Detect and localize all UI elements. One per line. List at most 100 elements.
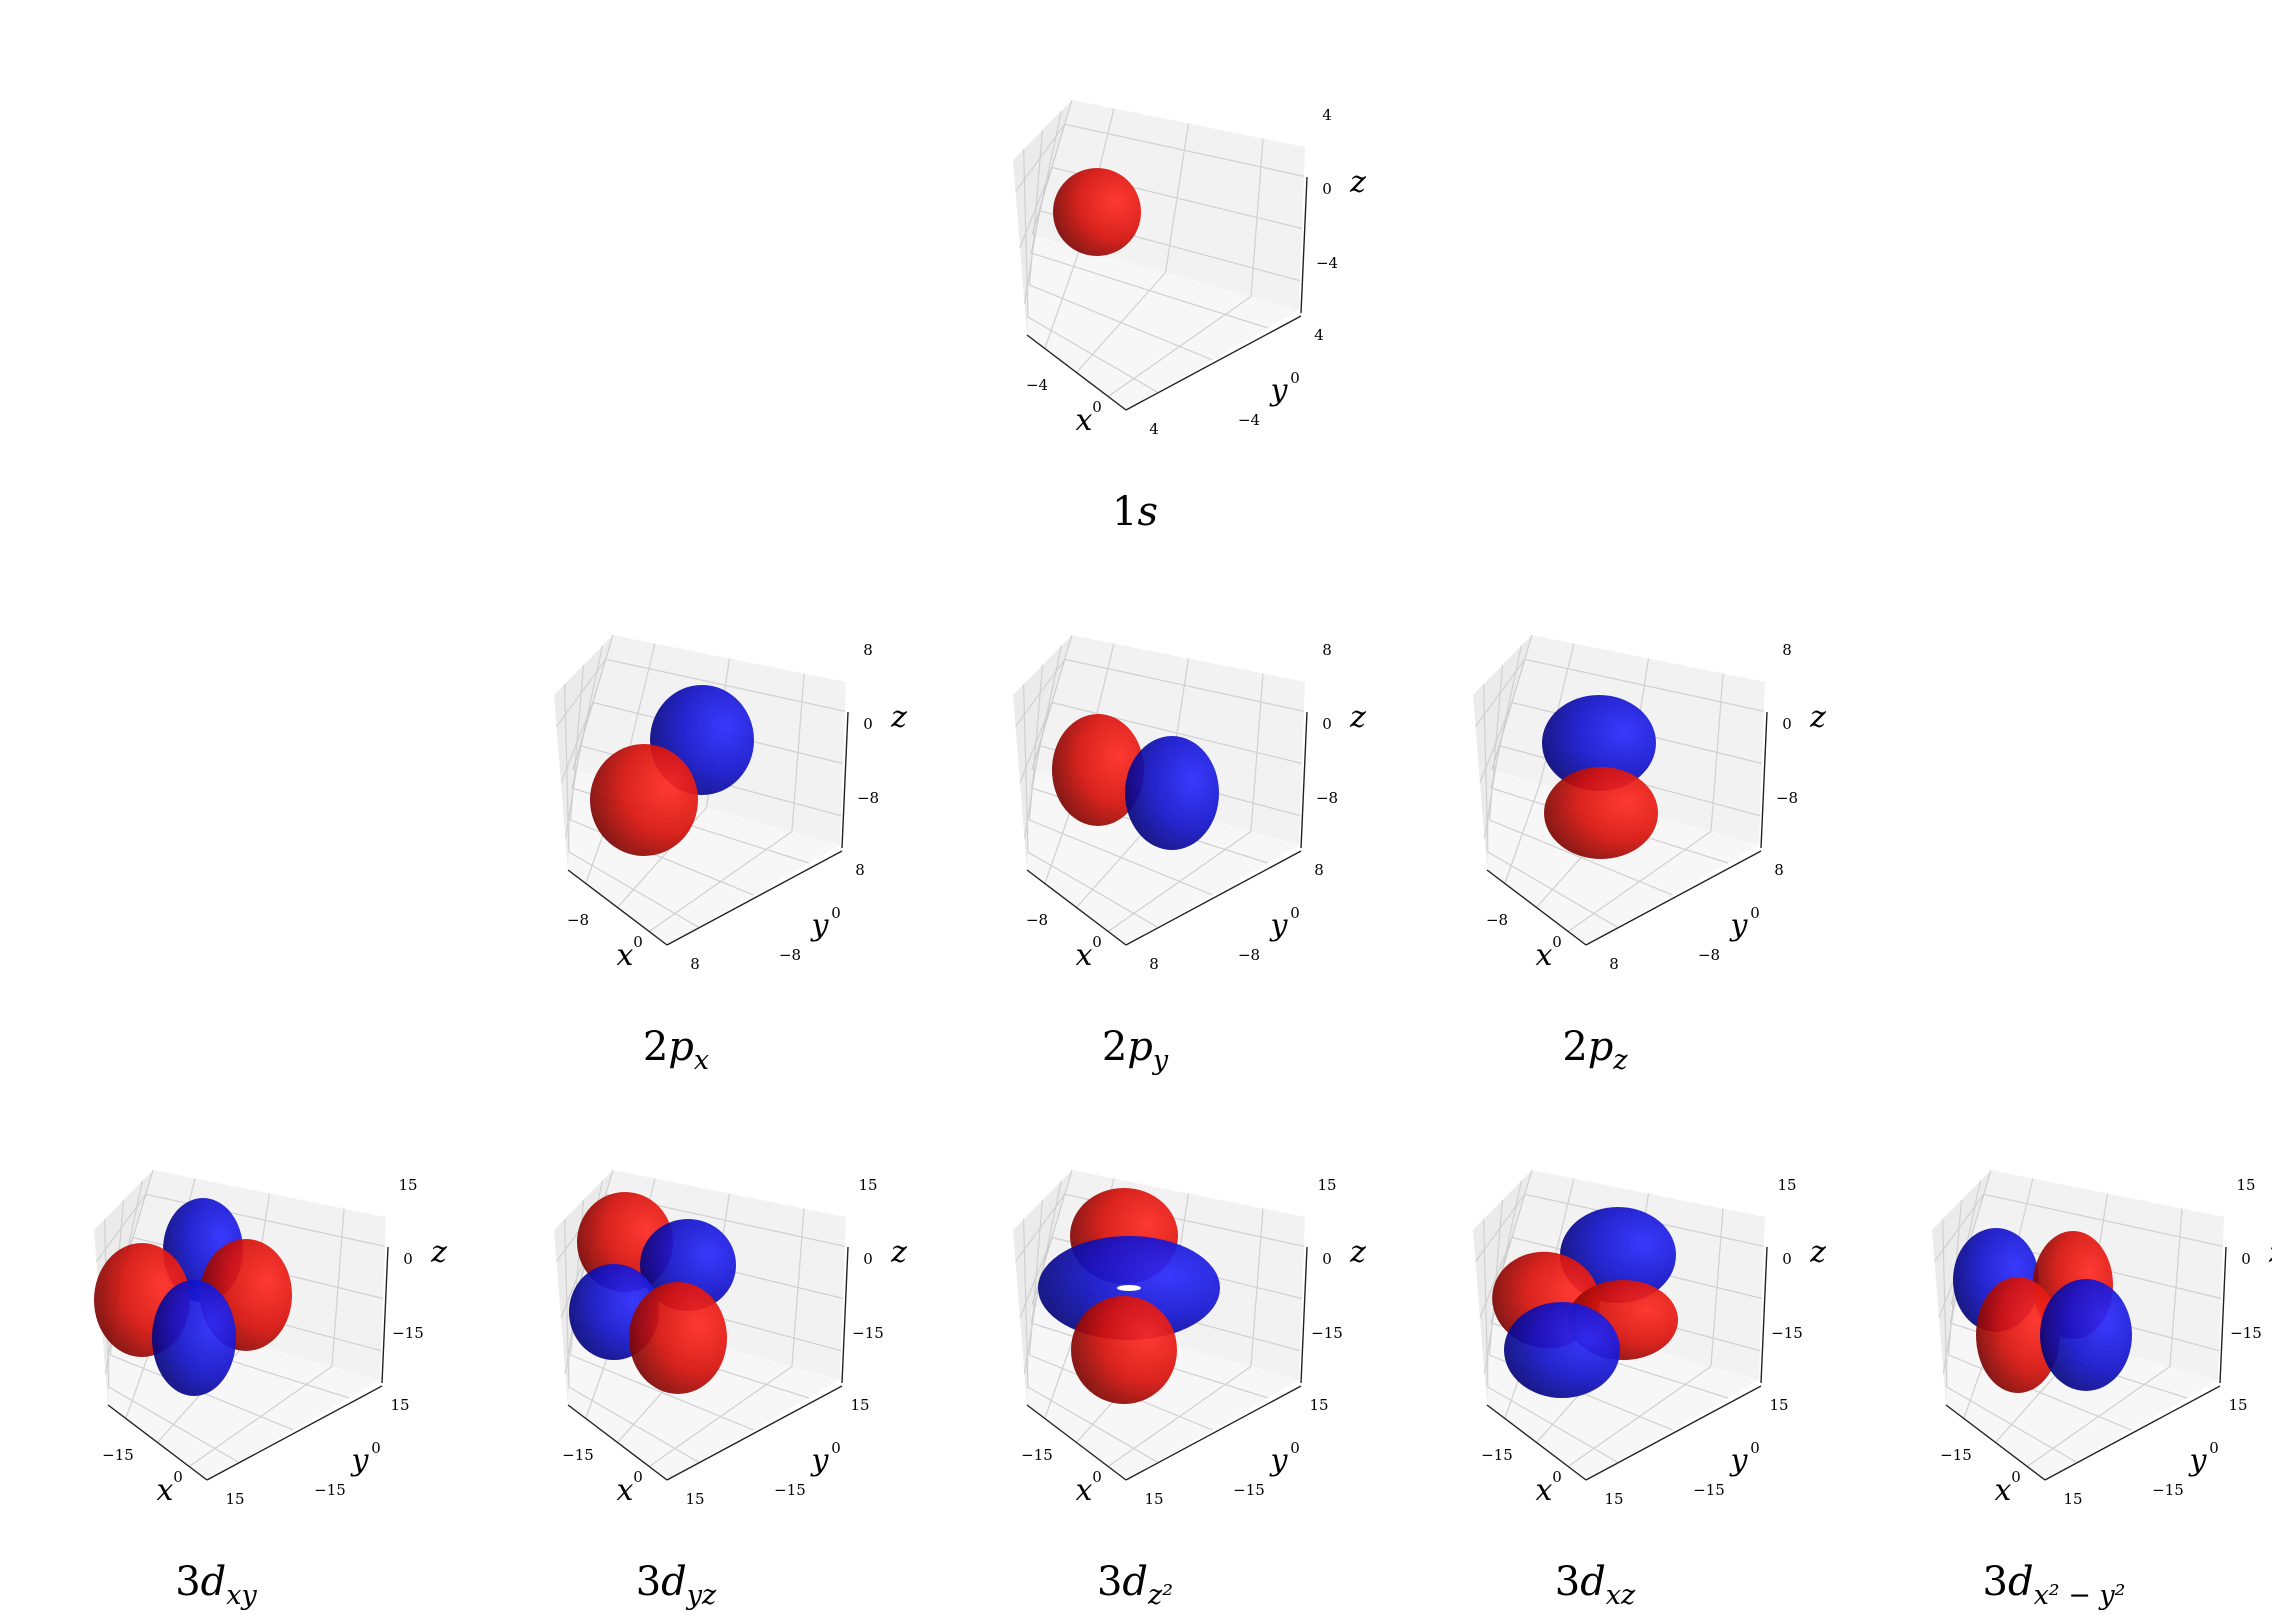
x-tick-label: 0 <box>1092 1468 1102 1486</box>
x-tick-label: −15 <box>1940 1446 1972 1464</box>
x-axis-line <box>1486 869 1587 946</box>
z-axis-line <box>841 711 849 849</box>
x-tick-label: 0 <box>1552 1468 1562 1486</box>
x-axis-label: x <box>617 1473 634 1508</box>
z-tick-label: 8 <box>1782 641 1792 659</box>
orbital-lobes <box>1052 714 1219 850</box>
z-tick-label: −15 <box>2230 1324 2262 1342</box>
y-axis-label: y <box>810 1443 830 1478</box>
x-axis-label: x <box>1076 1473 1093 1508</box>
z-axis-label: z <box>2268 1235 2272 1270</box>
x-tick-label: −15 <box>1481 1446 1513 1464</box>
x-tick-label: −8 <box>1486 911 1508 929</box>
x-axis-line <box>567 1404 668 1481</box>
x-axis-label: x <box>1536 1473 1553 1508</box>
title-letter: d <box>1122 1559 1148 1605</box>
panel-title: 2px <box>643 1024 709 1076</box>
x-tick-label: −15 <box>102 1446 134 1464</box>
lobe-blue <box>1542 695 1656 791</box>
lobe-red <box>1976 1277 2060 1393</box>
y-axis-label: y <box>1729 1443 1749 1478</box>
z-axis-line <box>1300 711 1308 849</box>
tick-labels: −808−808−808 <box>567 641 879 973</box>
z-axis-line <box>1300 176 1308 314</box>
z-tick-label: 4 <box>1322 106 1332 124</box>
y-axis-line <box>1125 1385 1302 1481</box>
z-tick-label: 0 <box>1322 180 1332 198</box>
x-axis-label: x <box>157 1473 174 1508</box>
z-axis-label: z <box>1809 1235 1826 1270</box>
title-letter: d <box>201 1559 227 1605</box>
z-axis-label: z <box>1809 700 1826 735</box>
y-tick-label: 15 <box>850 1396 869 1414</box>
z-tick-label: −8 <box>1316 789 1338 807</box>
z-tick-label: 0 <box>1322 715 1332 733</box>
x-axis-line <box>1945 1404 2046 1481</box>
title-letter: d <box>1580 1559 1606 1605</box>
x-tick-label: 4 <box>1149 420 1159 438</box>
floor-pane <box>1027 235 1299 410</box>
lobe-blue <box>1125 736 1219 850</box>
x-axis-line <box>1026 869 1127 946</box>
z-tick-label: 0 <box>1782 1250 1792 1268</box>
z-tick-label: 15 <box>1317 1176 1336 1194</box>
y-tick-label: 15 <box>390 1396 409 1414</box>
x-tick-label: 0 <box>1092 933 1102 951</box>
y-tick-label: −15 <box>774 1481 806 1499</box>
z-tick-label: −15 <box>852 1324 884 1342</box>
title-letter: p <box>668 1024 694 1070</box>
title-number: 3 <box>1097 1559 1122 1605</box>
tick-labels: −404−404−404 <box>1026 106 1338 438</box>
title-number: 2 <box>1562 1024 1587 1070</box>
title-subscript: z <box>1612 1045 1628 1076</box>
title-letter: s <box>1137 489 1158 535</box>
y-tick-label: 0 <box>1750 1439 1760 1457</box>
x-axis-label: x <box>1536 938 1553 973</box>
x-tick-label: −15 <box>562 1446 594 1464</box>
z-tick-label: 15 <box>2236 1176 2255 1194</box>
x-tick-label: 0 <box>173 1468 183 1486</box>
z-tick-label: 15 <box>858 1176 877 1194</box>
x-axis-line <box>107 1404 208 1481</box>
y-axis-line <box>1125 850 1302 946</box>
panel-title: 3dyz <box>636 1559 717 1611</box>
title-number: 3 <box>175 1559 200 1605</box>
z-tick-label: −8 <box>857 789 879 807</box>
title-letter: d <box>2008 1559 2034 1605</box>
x-tick-label: 15 <box>685 1490 704 1508</box>
y-tick-label: 8 <box>855 861 865 879</box>
z-tick-label: −4 <box>1316 254 1338 272</box>
x-tick-label: 0 <box>633 1468 643 1486</box>
back-pane-left <box>1013 1170 1072 1405</box>
panel-title: 1s <box>1112 489 1158 535</box>
title-number: 3 <box>636 1559 661 1605</box>
y-tick-label: 15 <box>1309 1396 1328 1414</box>
z-axis-label: z <box>1349 700 1366 735</box>
title-subscript: xy <box>226 1580 257 1611</box>
x-tick-label: 0 <box>1552 933 1562 951</box>
orbital-lobes <box>94 1198 292 1396</box>
torus-hole <box>1117 1285 1141 1291</box>
y-axis-label: y <box>1269 908 1289 943</box>
title-number: 3 <box>1983 1559 2008 1605</box>
tick-labels: −808−808−808 <box>1486 641 1798 973</box>
y-axis-line <box>1585 850 1762 946</box>
y-axis-line <box>666 850 843 946</box>
z-tick-label: 15 <box>1777 1176 1796 1194</box>
y-axis-line <box>2044 1385 2221 1481</box>
panel-title: 2pz <box>1562 1024 1628 1076</box>
x-tick-label: 8 <box>1149 955 1159 973</box>
orbital-lobes <box>1953 1228 2132 1393</box>
title-number: 2 <box>643 1024 668 1070</box>
x-tick-label: −15 <box>1021 1446 1053 1464</box>
z-axis-line <box>841 1246 849 1384</box>
